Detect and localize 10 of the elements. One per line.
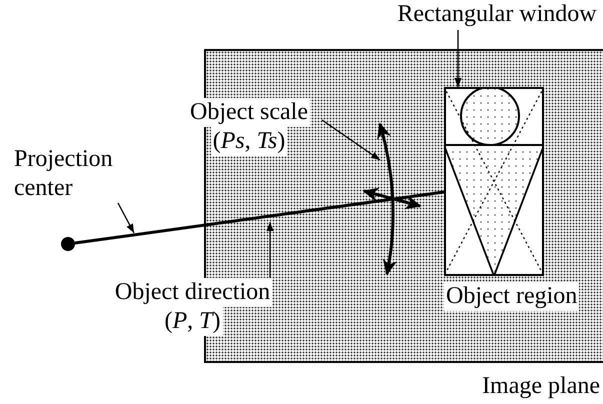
region-label: Object region <box>444 282 580 311</box>
plane-label: Image plane <box>482 372 600 401</box>
scale-label: Object scale <box>188 98 310 127</box>
scale-label: (Ps, Ts) <box>210 126 288 156</box>
direction-label: Object direction <box>112 278 272 307</box>
leader-line <box>454 30 462 87</box>
projection-center-dot <box>61 237 75 251</box>
projection-line <box>74 190 444 245</box>
leader-line <box>117 202 135 234</box>
leader-line <box>266 222 274 278</box>
